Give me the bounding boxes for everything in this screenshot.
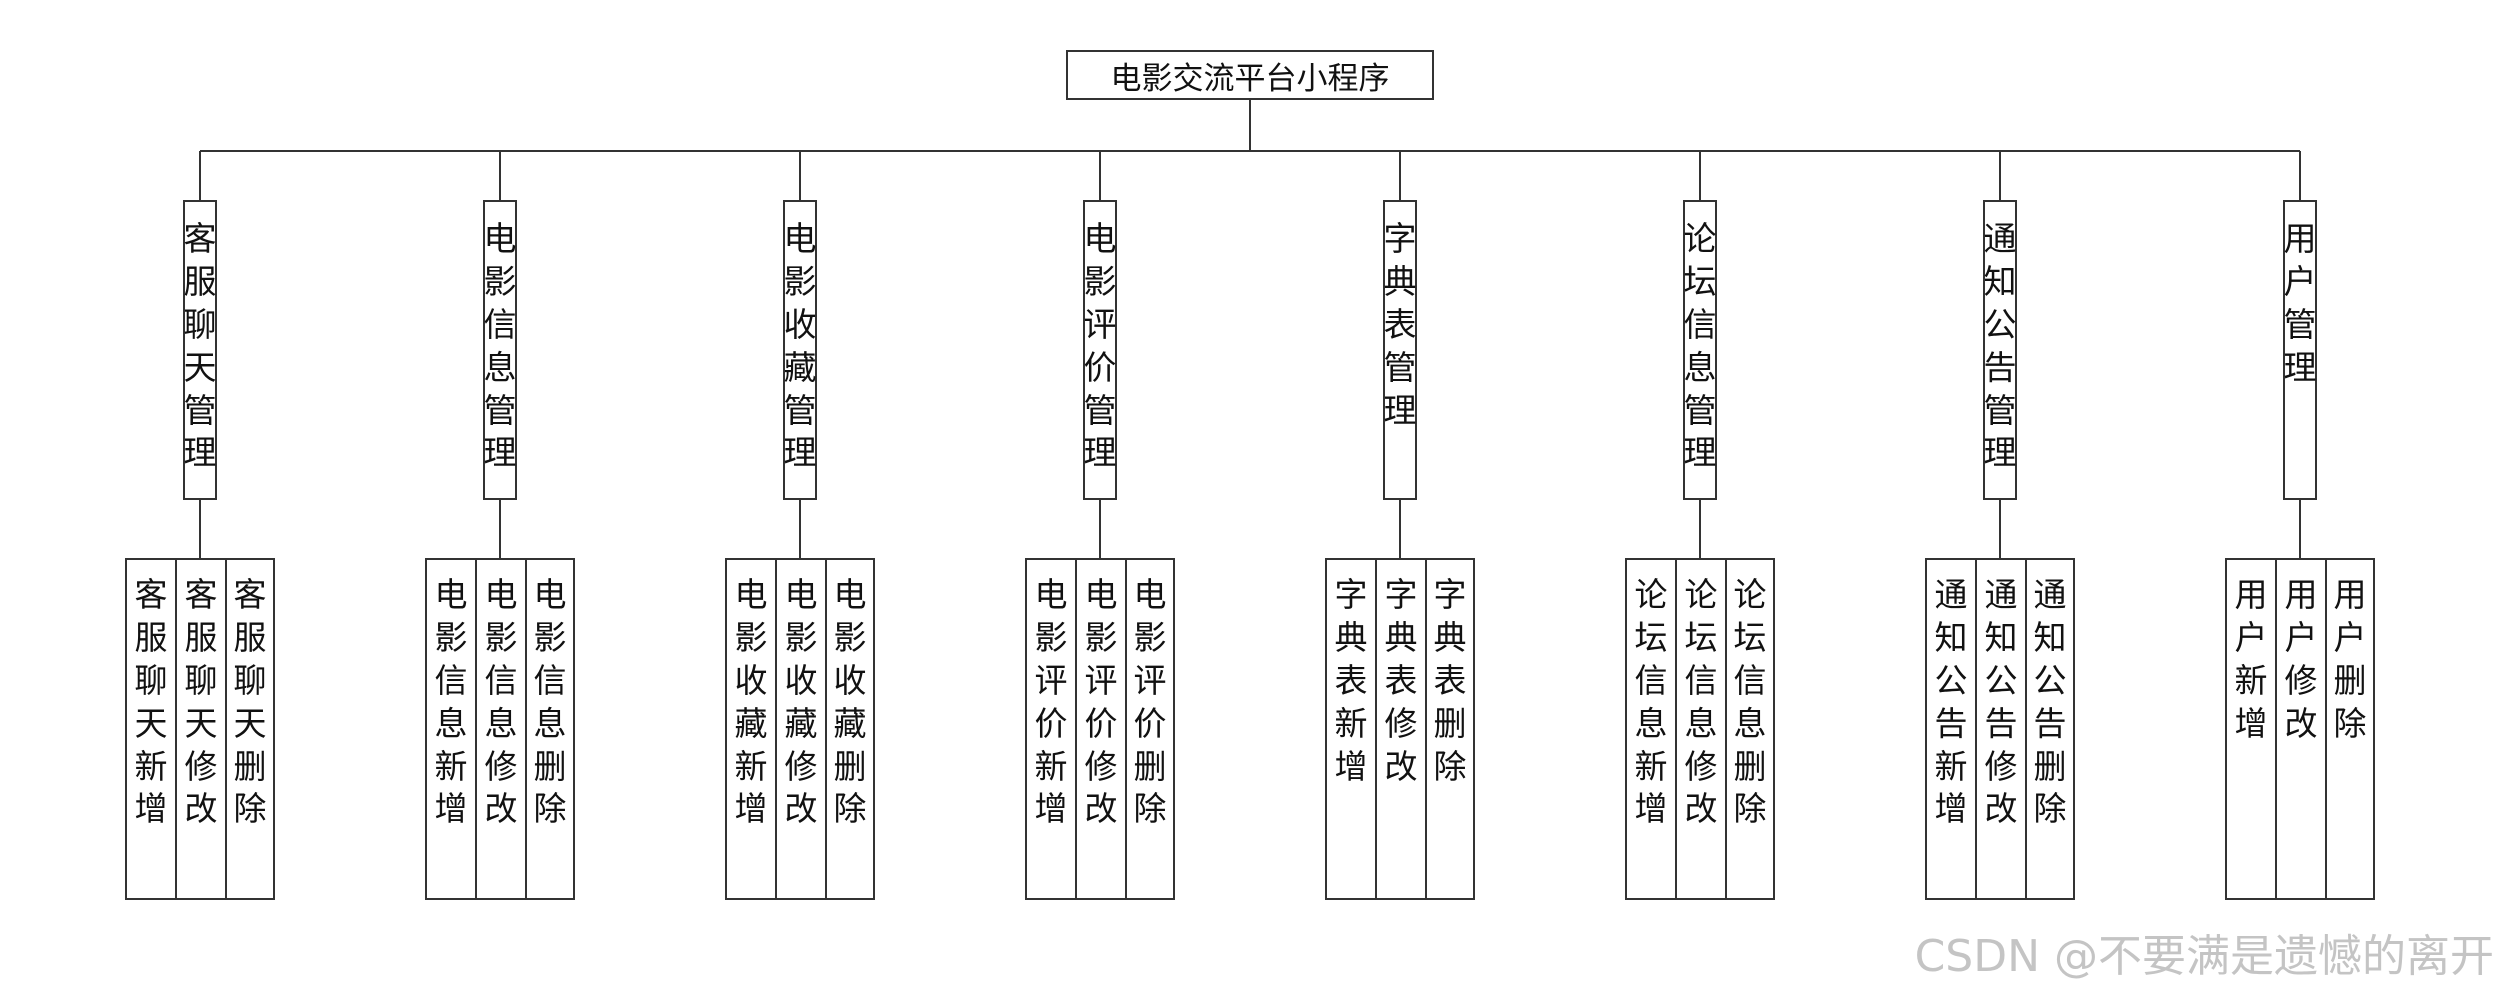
function-node-label: 用户新增: [2234, 575, 2268, 743]
function-node: 客服聊天删除: [225, 558, 275, 900]
module-node: 电影信息管理: [483, 200, 517, 500]
function-node: 用户修改: [2275, 558, 2327, 900]
function-node: 客服聊天新增: [125, 558, 177, 900]
function-node: 电影收藏修改: [775, 558, 827, 900]
module-node-label: 客服聊天管理: [183, 219, 217, 473]
function-node-label: 电影评价新增: [1034, 575, 1068, 829]
function-node-label: 电影收藏删除: [833, 575, 867, 829]
module-node-label: 电影信息管理: [483, 219, 517, 473]
function-node-label: 电影信息修改: [484, 575, 518, 829]
function-node: 字典表新增: [1325, 558, 1377, 900]
function-node: 电影收藏新增: [725, 558, 777, 900]
module-node-label: 字典表管理: [1383, 219, 1417, 430]
module-node-label: 电影收藏管理: [783, 219, 817, 473]
function-node-label: 通知公告新增: [1934, 575, 1968, 829]
root-node: 电影交流平台小程序: [1066, 50, 1434, 100]
module-node-label: 用户管理: [2283, 219, 2317, 387]
module-node: 客服聊天管理: [183, 200, 217, 500]
function-node-label: 通知公告修改: [1984, 575, 2018, 829]
function-node-label: 字典表新增: [1334, 575, 1368, 786]
function-node-label: 用户删除: [2333, 575, 2367, 743]
module-node-label: 电影评价管理: [1083, 219, 1117, 473]
function-node: 通知公告修改: [1975, 558, 2027, 900]
function-node-label: 客服聊天修改: [184, 575, 218, 829]
module-node: 论坛信息管理: [1683, 200, 1717, 500]
function-node-label: 字典表删除: [1433, 575, 1467, 786]
module-node-label: 通知公告管理: [1983, 219, 2017, 473]
function-node: 电影信息删除: [525, 558, 575, 900]
root-node-label: 电影交流平台小程序: [1110, 60, 1390, 97]
function-node-label: 电影收藏新增: [734, 575, 768, 829]
function-node: 电影评价删除: [1125, 558, 1175, 900]
function-node-label: 论坛信息修改: [1684, 575, 1718, 829]
function-node: 字典表删除: [1425, 558, 1475, 900]
module-node: 电影评价管理: [1083, 200, 1117, 500]
function-node-label: 电影评价删除: [1133, 575, 1167, 829]
function-node-label: 论坛信息新增: [1634, 575, 1668, 829]
csdn-watermark: CSDN @不要满是遗憾的离开: [1914, 931, 2494, 982]
function-node: 电影评价修改: [1075, 558, 1127, 900]
function-node: 通知公告新增: [1925, 558, 1977, 900]
function-node-label: 通知公告删除: [2033, 575, 2067, 829]
module-node: 电影收藏管理: [783, 200, 817, 500]
function-node-label: 客服聊天删除: [233, 575, 267, 829]
function-node-label: 用户修改: [2284, 575, 2318, 743]
function-node: 电影收藏删除: [825, 558, 875, 900]
function-node-label: 客服聊天新增: [134, 575, 168, 829]
function-node-label: 电影收藏修改: [784, 575, 818, 829]
function-node: 电影信息新增: [425, 558, 477, 900]
function-node: 论坛信息删除: [1725, 558, 1775, 900]
module-node-label: 论坛信息管理: [1683, 219, 1717, 473]
module-node: 通知公告管理: [1983, 200, 2017, 500]
module-node: 字典表管理: [1383, 200, 1417, 500]
function-node: 通知公告删除: [2025, 558, 2075, 900]
function-node: 论坛信息修改: [1675, 558, 1727, 900]
module-node: 用户管理: [2283, 200, 2317, 500]
function-node: 字典表修改: [1375, 558, 1427, 900]
function-node-label: 电影信息新增: [434, 575, 468, 829]
function-node: 电影评价新增: [1025, 558, 1077, 900]
function-node: 论坛信息新增: [1625, 558, 1677, 900]
function-node: 用户新增: [2225, 558, 2277, 900]
function-node: 电影信息修改: [475, 558, 527, 900]
function-node-label: 字典表修改: [1384, 575, 1418, 786]
function-node-label: 论坛信息删除: [1733, 575, 1767, 829]
function-node: 客服聊天修改: [175, 558, 227, 900]
function-node-label: 电影评价修改: [1084, 575, 1118, 829]
function-node: 用户删除: [2325, 558, 2375, 900]
function-node-label: 电影信息删除: [533, 575, 567, 829]
